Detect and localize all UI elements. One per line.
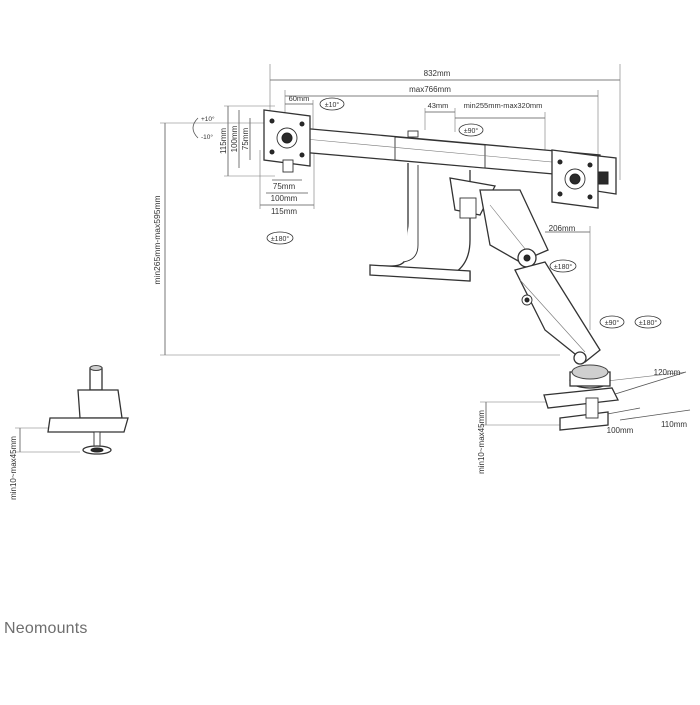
upper-arm <box>449 177 549 268</box>
tilt-arrow-icon <box>192 117 199 139</box>
cross-bar <box>299 127 617 195</box>
dim-base-width-100: 100mm <box>607 426 634 435</box>
monitor-arm-illustration <box>47 109 619 455</box>
desk-clamp-right <box>543 364 619 431</box>
rotate-180-left-badge: ±180° <box>271 235 290 243</box>
dim-desk-thickness-left: min10~max45mm <box>9 436 18 500</box>
dim-vesa-height-100: 100mm <box>230 125 239 152</box>
desk-clamp-left <box>47 365 129 455</box>
dim-vesa-height-115: 115mm <box>219 128 228 154</box>
dim-base-depth-120: 120mm <box>654 368 681 377</box>
dim-vesa-width-100: 100mm <box>271 194 298 203</box>
rotation-badges: +10° -10° ±10° ±90° ±180° ±180° ±90° ±18… <box>192 97 662 329</box>
support-handle <box>369 163 471 282</box>
dim-offset-60: 60mm <box>289 94 310 103</box>
tilt-down-label: -10° <box>201 133 213 141</box>
dim-vesa-width-115: 115mm <box>271 207 297 216</box>
swivel-90-badge: ±90° <box>464 127 479 135</box>
dimension-lines <box>15 64 691 453</box>
dim-arm-reach: 206mm <box>549 224 576 233</box>
lower-arm <box>514 261 601 365</box>
dim-offset-43: 43mm <box>428 101 449 110</box>
vesa-plate-left <box>263 109 311 173</box>
dimension-labels: 832mm max766mm 60mm 43mm min255mm-max320… <box>9 69 687 500</box>
rotate-90-bottom-badge: ±90° <box>605 319 620 327</box>
dim-vesa-width-75: 75mm <box>273 182 296 191</box>
dim-max-width: max766mm <box>409 85 451 94</box>
dim-overall-width: 832mm <box>424 69 451 78</box>
swivel-10-badge: ±10° <box>325 101 340 109</box>
tilt-up-label: +10° <box>201 115 215 123</box>
dim-vesa-height-75: 75mm <box>241 128 250 151</box>
dim-span-range: min255mm-max320mm <box>464 101 543 110</box>
dim-height-range: min265mm-max595mm <box>152 195 162 284</box>
rotate-180-bottom-badge: ±180° <box>639 319 658 327</box>
rotate-180-mid-badge: ±180° <box>554 263 573 271</box>
dim-desk-thickness-right: min10~max45mm <box>477 410 486 474</box>
dim-base-depth-110: 110mm <box>661 420 687 429</box>
vesa-plate-right <box>551 149 599 209</box>
brand-logo-text: Neomounts <box>4 620 88 637</box>
